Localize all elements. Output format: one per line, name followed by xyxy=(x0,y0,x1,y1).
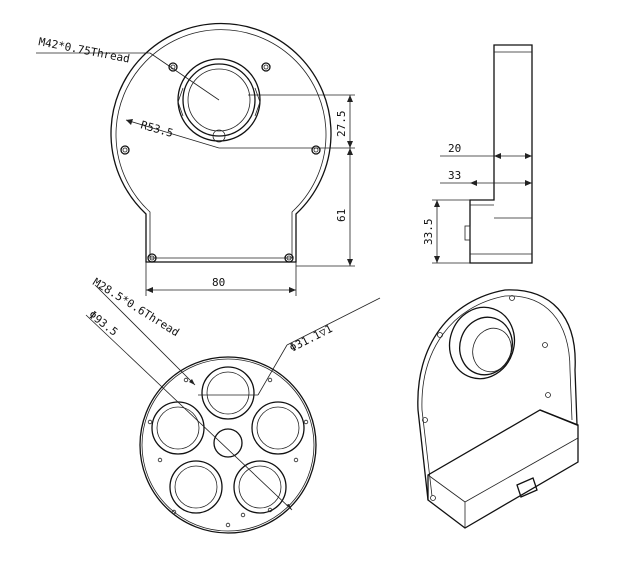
iso-thread-port xyxy=(448,306,516,380)
dim-20-label: 20 xyxy=(448,142,461,155)
iso-screws xyxy=(422,295,551,501)
radius-label: R53.5 xyxy=(139,118,174,140)
wheel-diameter-label: Φ93.5 xyxy=(86,308,120,339)
dim-33-label: 33 xyxy=(448,169,461,182)
m42-thread-port xyxy=(177,58,261,143)
height-dimension-label: 61 xyxy=(335,209,348,222)
filter-holes xyxy=(151,366,305,514)
wheel-small-holes xyxy=(147,377,309,528)
front-mounting-holes xyxy=(120,62,321,263)
iso-connector xyxy=(516,477,538,498)
front-view: M42*0.75Thread R53.5 27.5 61 80 xyxy=(36,22,355,296)
side-dimension-lines xyxy=(432,153,532,264)
offset-dimension-label: 27.5 xyxy=(335,111,348,138)
thread-label-m42: M42*0.75Thread xyxy=(37,35,130,65)
hole-diameter-label: Φ31.1▽1 xyxy=(287,322,334,355)
filter-wheel-disk xyxy=(139,356,317,534)
dim-33-5-label: 33.5 xyxy=(422,219,435,246)
front-dimension-lines xyxy=(36,52,355,296)
side-view: 20 33 33.5 xyxy=(422,44,533,264)
front-housing-outline xyxy=(110,22,332,263)
filter-wheel-view: M28.5*0.6Thread Φ93.5 Φ31.1▽1 xyxy=(85,276,381,534)
width-dimension-label: 80 xyxy=(212,276,225,289)
front-housing-inner-outline xyxy=(115,29,327,259)
wheel-dimension-lines xyxy=(85,284,381,511)
isometric-view xyxy=(417,289,579,529)
iso-housing-outline xyxy=(417,289,578,501)
